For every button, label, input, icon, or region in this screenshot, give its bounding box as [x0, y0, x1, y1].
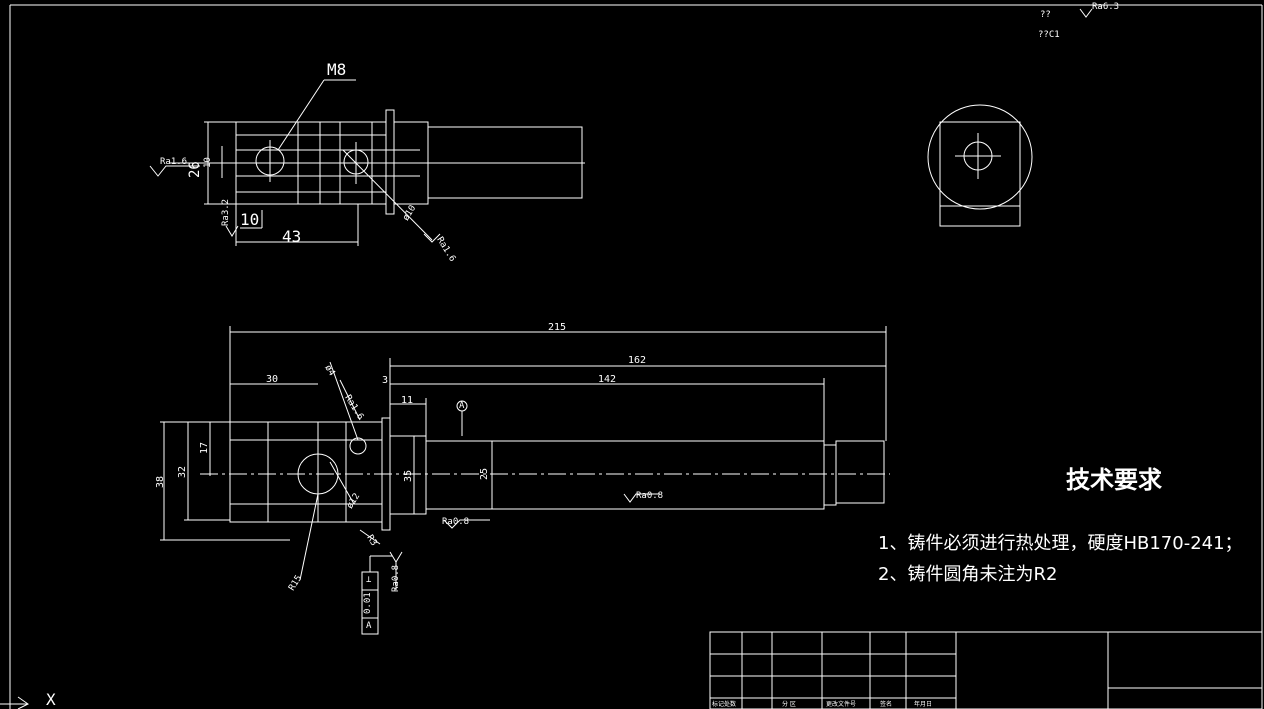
dim-3: 3 — [382, 375, 389, 386]
tech-item-2: 2、铸件圆角未注为R2 — [878, 566, 1057, 584]
tb-cell-1: 分 区 — [782, 701, 796, 708]
dim-17: 17 — [199, 441, 210, 454]
tolerance-value: 0.01 — [363, 592, 373, 614]
tolerance-symbol: ⊥ — [366, 575, 372, 585]
dim-10-horizontal: 10 — [240, 210, 260, 229]
ra-bottom-front: Ra0.8 — [391, 564, 401, 592]
tech-item-2-code: R2 — [1033, 564, 1058, 585]
ra-step: Ra0.8 — [442, 517, 470, 527]
dim-43: 43 — [282, 227, 302, 246]
drawing-border — [9, 4, 1263, 709]
ra-shaft: Ra0.8 — [636, 491, 664, 501]
dim-26: 26 — [187, 161, 203, 178]
tech-item-1-code: HB170-241； — [1123, 533, 1243, 554]
dim-142: 142 — [598, 374, 617, 385]
tb-cell-2: 更改文件号 — [826, 701, 857, 708]
tolerance-frame — [361, 555, 392, 635]
dim-35: 35 — [403, 469, 414, 482]
note-b: ??C1 — [1038, 30, 1060, 40]
datum-a: A — [459, 401, 465, 411]
tb-cell-3: 签名 — [880, 701, 893, 708]
thread-label: M8 — [327, 60, 347, 79]
ucs-x-label: X — [46, 690, 56, 709]
ra-top-right: Ra6.3 — [1092, 2, 1120, 12]
side-view — [927, 8, 1093, 227]
dim-25: 25 — [479, 467, 490, 480]
dim-30: 30 — [266, 374, 279, 385]
dim-11: 11 — [401, 395, 414, 406]
title-block — [709, 631, 1263, 709]
dim-10-vertical: 10 — [203, 157, 213, 168]
tech-item-2-text: 2、铸件圆角未注为 — [878, 564, 1034, 585]
note-a: ?? — [1040, 10, 1051, 20]
tech-item-1: 1、铸件必须进行热处理，硬度HB170-241； — [878, 535, 1243, 553]
tb-cell-4: 年月日 — [914, 701, 933, 708]
tb-cell-0: 标记处数 — [712, 701, 737, 708]
tech-item-1-text: 1、铸件必须进行热处理，硬度 — [878, 533, 1124, 554]
front-view — [160, 326, 890, 635]
dim-162: 162 — [628, 355, 647, 366]
ucs-icon — [0, 696, 29, 709]
ra-bottom: Ra3.2 — [221, 198, 231, 226]
ra-left: Ra1.6 — [160, 157, 188, 167]
dim-38: 38 — [155, 475, 166, 488]
dim-215: 215 — [548, 322, 567, 333]
tolerance-datum: A — [366, 621, 372, 631]
phi10-leader — [342, 149, 433, 241]
dim-32: 32 — [177, 465, 188, 478]
tech-title: 技术要求 — [1066, 466, 1162, 494]
m8-leader — [277, 79, 325, 151]
top-view — [149, 79, 585, 246]
